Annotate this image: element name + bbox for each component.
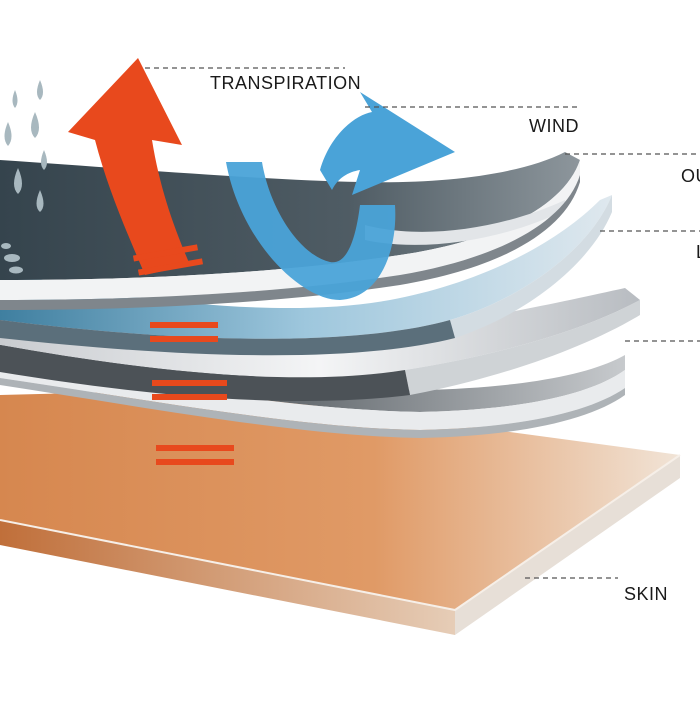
second-layer-label: L <box>696 242 700 263</box>
transpiration-label: TRANSPIRATION <box>210 73 362 93</box>
leader-lines <box>145 67 700 579</box>
wind-label: WIND <box>529 116 579 136</box>
skin-label: SKIN <box>624 584 669 604</box>
insulation-layer <box>0 288 640 402</box>
base-layer <box>0 330 625 438</box>
transpiration-arrow-icon <box>68 58 234 465</box>
outer-layer-label: OU <box>681 166 700 186</box>
water-drops-icon <box>1 80 47 274</box>
wind-arrow-icon <box>226 92 455 300</box>
